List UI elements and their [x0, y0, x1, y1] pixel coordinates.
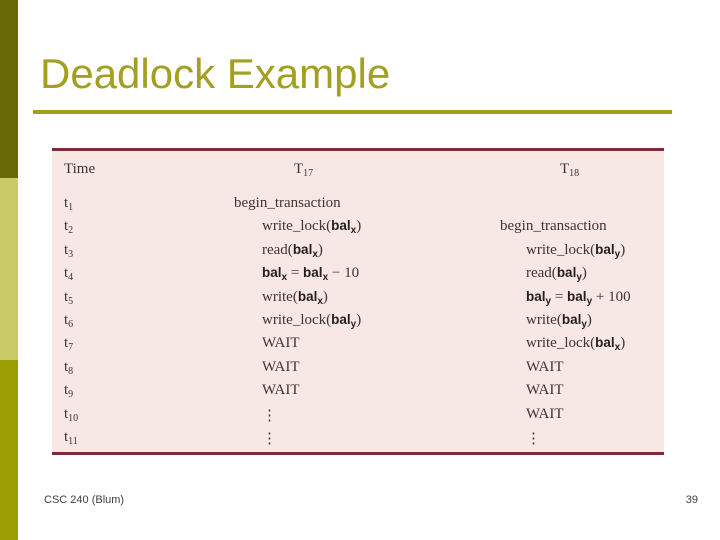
transaction-17-cell: begin_transaction — [234, 195, 341, 211]
title-underline — [33, 110, 672, 114]
transaction-18-cell: write_lock(baly) — [526, 241, 626, 260]
left-accent-bar — [0, 0, 18, 540]
accent-bar-bottom-segment — [0, 360, 18, 540]
time-label: t8 — [64, 358, 74, 377]
time-label: t6 — [64, 311, 74, 330]
time-label: t7 — [64, 335, 74, 354]
transaction-17-cell: read(balx) — [262, 241, 323, 260]
table-row: t2 write_lock(balx) begin_transaction — [52, 218, 664, 241]
transaction-18-cell: write(baly) — [526, 311, 592, 330]
transaction-18-cell: write_lock(balx) — [526, 335, 626, 354]
slide-number: 39 — [685, 494, 698, 506]
table-body: t1 begin_transaction t2 write_lock(balx) beg… — [52, 195, 664, 452]
transaction-18-cell: ⋮ — [526, 430, 541, 447]
table-header-row: Time T17 T18 — [52, 151, 664, 195]
time-label: t9 — [64, 382, 74, 401]
table-row: t7 WAIT write_lock(balx) — [52, 335, 664, 358]
transaction-18-cell: WAIT — [526, 382, 564, 399]
table-row: t9 WAIT WAIT — [52, 382, 664, 405]
time-label: t3 — [64, 241, 74, 260]
transaction-18-cell: baly = baly + 100 — [526, 288, 631, 307]
transaction-17-cell: ⋮ — [262, 407, 277, 424]
time-label: t4 — [64, 265, 74, 284]
accent-bar-top-segment — [0, 0, 18, 178]
table-row: t6 write_lock(baly) write(baly) — [52, 312, 664, 335]
transaction-schedule-table: Time T17 T18 t1 begin_transaction t2 write_… — [52, 148, 664, 455]
time-label: t10 — [64, 405, 79, 424]
header-transaction-18: T18 — [560, 161, 580, 179]
table-row: t5 write(balx) baly = baly + 100 — [52, 289, 664, 312]
transaction-17-cell: write_lock(baly) — [262, 311, 362, 330]
footer-course-label: CSC 240 (Blum) — [44, 494, 125, 506]
transaction-17-cell: write_lock(balx) — [262, 218, 362, 237]
transaction-18-cell: begin_transaction — [500, 218, 607, 235]
table-row: t8 WAIT WAIT — [52, 359, 664, 382]
transaction-17-cell: ⋮ — [262, 430, 277, 447]
header-time: Time — [64, 161, 96, 177]
table-row: t1 begin_transaction — [52, 195, 664, 218]
transaction-17-cell: WAIT — [262, 358, 300, 375]
table-row: t4 balx = balx − 10 read(baly) — [52, 265, 664, 288]
slide-title: Deadlock Example — [40, 50, 391, 97]
table-row: t11 ⋮ ⋮ — [52, 429, 664, 452]
time-label: t11 — [64, 428, 78, 447]
transaction-17-cell: WAIT — [262, 382, 300, 399]
transaction-18-cell: WAIT — [526, 405, 564, 422]
transaction-17-cell: balx = balx − 10 — [262, 265, 360, 284]
table-row: t10 ⋮ WAIT — [52, 406, 664, 429]
transaction-18-cell: WAIT — [526, 358, 564, 375]
time-label: t1 — [64, 195, 74, 213]
transaction-17-cell: WAIT — [262, 335, 300, 352]
time-label: t2 — [64, 218, 74, 237]
accent-bar-middle-segment — [0, 178, 18, 360]
transaction-17-cell: write(balx) — [262, 288, 328, 307]
table-row: t3 read(balx) write_lock(baly) — [52, 242, 664, 265]
time-label: t5 — [64, 288, 74, 307]
header-transaction-17: T17 — [294, 161, 314, 179]
transaction-18-cell: read(baly) — [526, 265, 587, 284]
